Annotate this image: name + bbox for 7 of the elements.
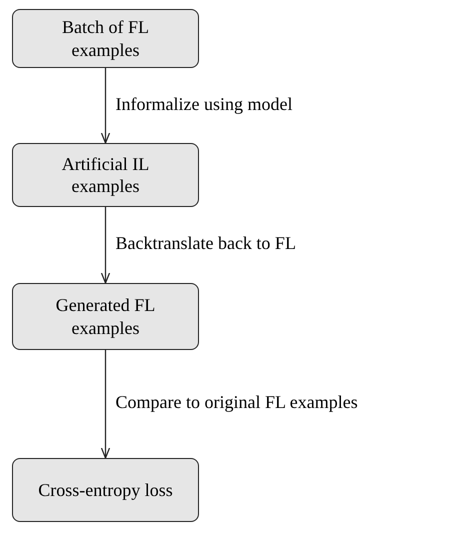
process-box: Cross-entropy loss xyxy=(12,458,199,522)
process-box: Artificial IL examples xyxy=(12,143,199,207)
arrow xyxy=(100,207,110,284)
process-box: Batch of FL examples xyxy=(12,9,199,68)
arrow xyxy=(100,68,110,144)
process-box: Generated FL examples xyxy=(12,283,199,350)
arrow xyxy=(100,350,110,459)
